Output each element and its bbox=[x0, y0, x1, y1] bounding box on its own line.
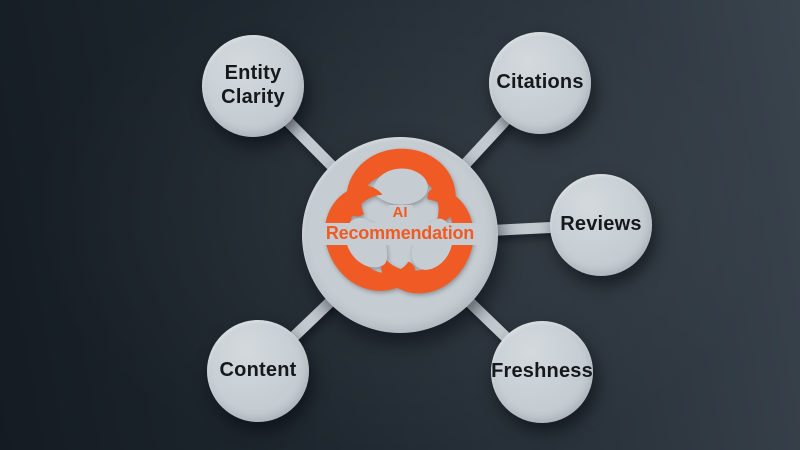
node-reviews: Reviews bbox=[550, 174, 652, 276]
center-node-ai-recommendation: AI Recommendation bbox=[302, 137, 498, 333]
node-entity-clarity: Entity Clarity bbox=[202, 35, 304, 137]
node-citations: Citations bbox=[489, 32, 591, 134]
node-freshness-label: Freshness bbox=[491, 360, 593, 383]
node-content: Content bbox=[207, 320, 309, 422]
node-freshness: Freshness bbox=[491, 321, 593, 423]
center-label-line1: AI bbox=[387, 204, 413, 222]
node-reviews-label: Reviews bbox=[560, 213, 642, 236]
center-node-label: AI Recommendation bbox=[302, 204, 498, 246]
node-content-label: Content bbox=[219, 359, 297, 382]
node-citations-label: Citations bbox=[496, 71, 584, 94]
node-entity-clarity-label: Entity Clarity bbox=[221, 62, 285, 108]
center-label-line2: Recommendation bbox=[320, 222, 480, 246]
